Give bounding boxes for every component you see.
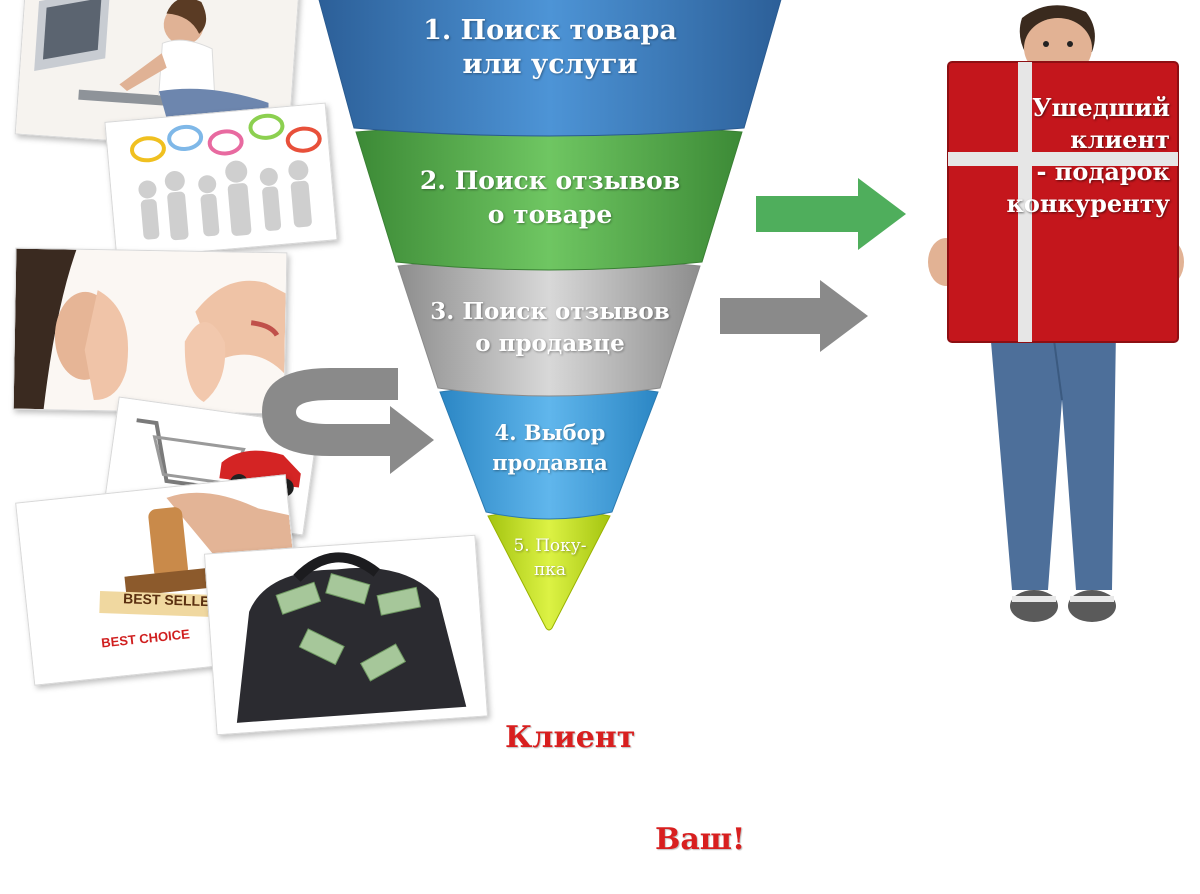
gift-box-text: Ушедший клиент - подарок конкуренту [990,92,1170,220]
stage-3-line1: 3. Поиск отзывов [430,298,670,325]
gray-u-turn-arrow [262,368,434,474]
stage-1-line1: 1. Поиск товара [423,15,677,46]
stage-5-line2: пка [533,560,567,580]
photo-whisper-ear [12,247,288,415]
whisper-ear-illustration [13,248,287,414]
stage-4-line1: 4. Выбор [494,420,606,445]
gift-ribbon-horizontal [948,152,1178,166]
stage-1-line2: или услуги [462,48,638,80]
green-arrow [756,178,906,250]
photo-money-bag [203,534,489,736]
tagline-line-2: Ваш! [655,822,746,857]
money-bag-illustration [205,535,487,735]
stage-2-label: 2. Поиск отзывов о товаре [400,164,700,232]
gift-line-4: конкуренту [1006,189,1170,218]
stage-1-label: 1. Поиск товара или услуги [380,14,720,82]
tagline: Клиент Ваш! [505,648,745,894]
stage-5-line1: 5. Поку- [513,536,587,556]
photo-people-speech-bubbles [104,102,338,260]
tagline-line-1: Клиент [505,720,636,755]
stage-4-label: 4. Выбор продавца [460,418,640,478]
gift-line-2: клиент [1070,125,1170,154]
gift-box [947,61,1179,343]
stage-3-label: 3. Поиск отзывов о продавце [420,296,680,360]
people-speech-bubbles-illustration [105,103,337,259]
funnel-stage-1 [318,0,782,137]
gift-ribbon-vertical [1018,62,1032,342]
photo-woman-laptop [14,0,300,154]
woman-laptop-illustration [15,0,299,153]
sales-funnel [262,0,906,631]
gift-line-3: - подарок [1036,157,1170,186]
gray-arrow-right [720,280,868,352]
gift-line-1: Ушедший [1032,93,1170,122]
stage-5-label: 5. Поку- пка [500,534,600,582]
man-with-gift-box [928,5,1184,622]
stage-3-line2: о продавце [475,330,625,357]
stage-2-line2: о товаре [487,200,613,229]
stage-4-line2: продавца [492,450,608,475]
stage-2-line1: 2. Поиск отзывов [419,166,681,195]
